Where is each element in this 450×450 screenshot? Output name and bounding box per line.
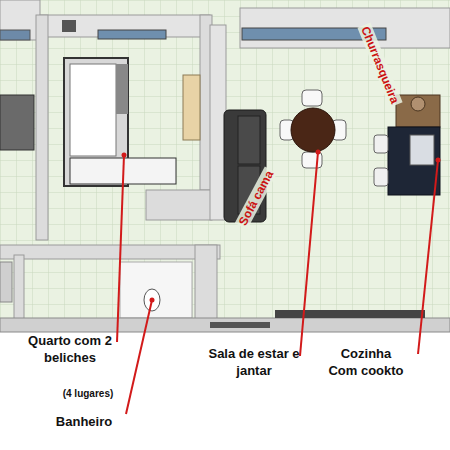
room-label: Sala de estar e jantar <box>204 345 304 379</box>
toilet <box>144 289 160 311</box>
wall <box>0 0 40 40</box>
leader-dots <box>122 150 441 303</box>
room-label: (4 lugares) <box>53 388 123 400</box>
dining-set <box>280 90 346 168</box>
wardrobe <box>183 75 200 140</box>
leader-lines <box>117 152 438 414</box>
ladder <box>116 64 128 114</box>
wall <box>240 8 450 48</box>
wall <box>0 245 220 259</box>
door <box>210 322 270 328</box>
counter <box>388 127 440 195</box>
stool <box>374 168 388 186</box>
stool <box>374 135 388 153</box>
vent <box>62 20 76 32</box>
cooktop <box>411 97 425 111</box>
wall <box>195 245 217 320</box>
window <box>275 310 425 318</box>
sink <box>410 135 434 165</box>
wall <box>0 318 450 332</box>
window <box>98 30 166 39</box>
mattress <box>70 64 116 156</box>
sofa-cushion <box>238 116 260 164</box>
room-label: Cozinha Com cookto <box>325 345 407 379</box>
shower <box>0 262 12 302</box>
room-label: Banheiro <box>41 413 127 430</box>
wall <box>36 15 48 240</box>
bunk-bed <box>0 95 34 150</box>
wall <box>14 255 24 320</box>
floor <box>0 0 450 330</box>
room-label: Quarto com 2 beliches <box>25 332 115 366</box>
cabinet <box>396 95 440 127</box>
wall <box>146 190 212 220</box>
bathroom-floor <box>120 262 192 318</box>
window <box>0 30 30 40</box>
